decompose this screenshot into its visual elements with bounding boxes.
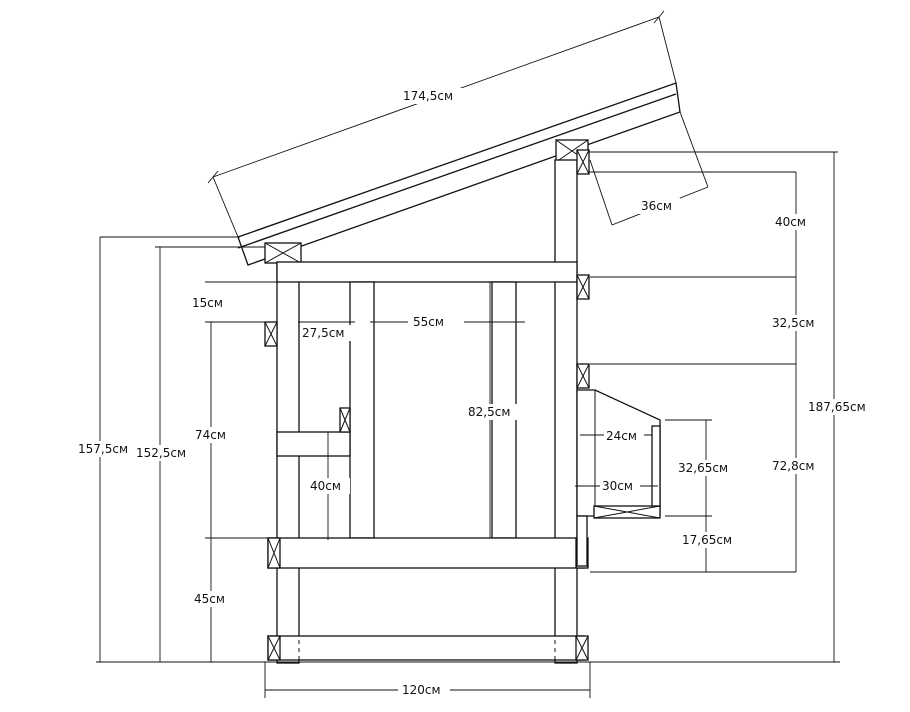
label-step-depth: 30см <box>602 479 633 493</box>
label-upper-section: 32,5см <box>772 316 814 330</box>
inner-stud-1 <box>349 281 375 539</box>
right-post <box>554 159 578 664</box>
block-left-1 <box>264 321 278 347</box>
block-floor-left <box>267 537 281 569</box>
label-left-height-inner: 152,5см <box>136 446 186 460</box>
label-top-offset: 15см <box>192 296 223 310</box>
label-window-height: 74см <box>195 428 226 442</box>
block-base-left <box>267 635 281 661</box>
block-left-2 <box>339 407 351 433</box>
block-right-3 <box>576 363 590 389</box>
label-door-width: 55см <box>413 315 444 329</box>
label-right-lower: 72,8см <box>772 459 814 473</box>
block-right-1 <box>576 149 590 175</box>
block-right-2 <box>576 274 590 300</box>
base-beam <box>267 635 585 661</box>
label-step-top: 24см <box>606 429 637 443</box>
left-post <box>276 262 300 664</box>
label-floor-height: 45см <box>194 592 225 606</box>
label-base-width: 120см <box>402 683 441 697</box>
roof-support-left <box>264 242 302 264</box>
label-left-offset: 27,5см <box>302 326 344 340</box>
label-top-gap: 40см <box>775 215 806 229</box>
roof <box>237 82 681 266</box>
label-step-base: 17,65см <box>682 533 732 547</box>
label-total-height: 187,65см <box>808 400 866 414</box>
label-step-height: 32,65см <box>678 461 728 475</box>
block-base-right <box>575 635 589 661</box>
top-beam <box>276 261 578 283</box>
label-roof-overhang: 36см <box>641 199 672 213</box>
label-roof-length: 174,5см <box>403 89 453 103</box>
floor-beam <box>267 537 585 569</box>
label-left-height-outer: 157,5см <box>78 442 128 456</box>
window-ledge <box>276 431 351 457</box>
label-door-height: 82,5см <box>468 405 510 419</box>
label-window-sill: 40см <box>310 479 341 493</box>
